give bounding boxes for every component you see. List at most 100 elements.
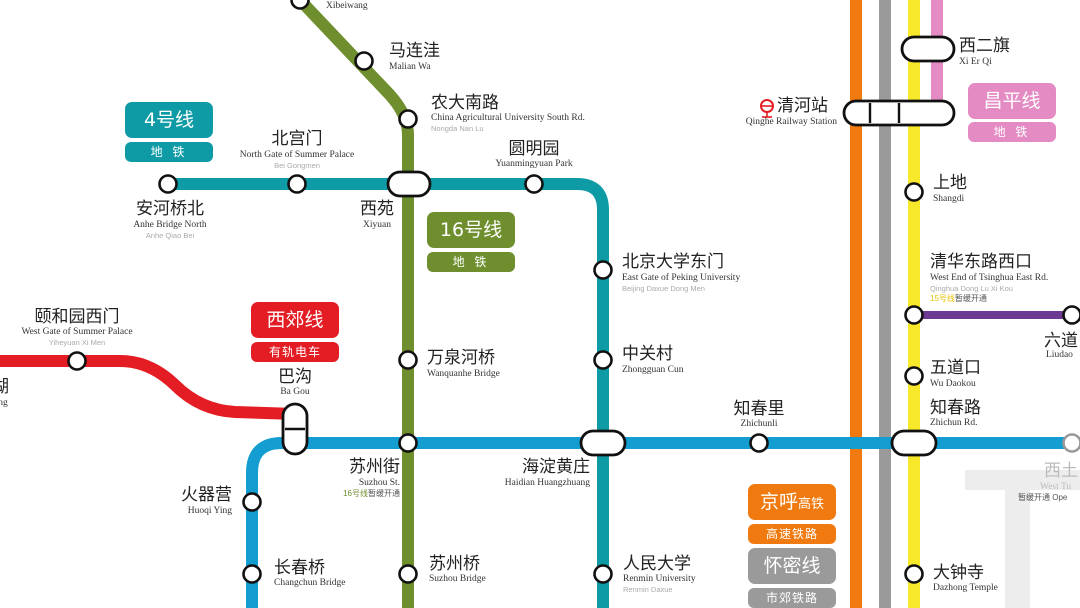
station-wanquanhe[interactable]: [398, 350, 418, 370]
watermark-shape: [965, 470, 1080, 608]
label-beigongmen-py: Bei Gongmen: [274, 161, 320, 170]
station-xibeiwang[interactable]: [290, 0, 310, 10]
label-haidianhuangzhuang-en: Haidian Huangzhuang: [504, 478, 590, 488]
label-anheqiaobei-cn: 安河桥北: [136, 199, 204, 219]
line-4: [168, 178, 609, 608]
label-yuanmingyuan-cn: 圆明园: [508, 139, 560, 159]
label-xitucheng-note: 暂缓开通 Ope: [1018, 493, 1068, 502]
badge-changping: 昌平线: [968, 83, 1056, 119]
badge-huaimi: 怀密线: [748, 548, 836, 584]
label-xitucheng-en: West Tu: [1040, 482, 1072, 492]
rail-station-icon: [760, 99, 774, 118]
interchange-haidianhuangzhuang[interactable]: [579, 429, 627, 457]
label-qinghe-cn: 清河站: [777, 96, 828, 116]
label-qinghuadonglu-py: Qinghua Dong Lu Xi Kou: [930, 284, 1013, 293]
station-yuanmingyuan[interactable]: [524, 174, 544, 194]
label-pkueast-en: East Gate of Peking University: [622, 273, 741, 283]
label-liudaokou-en: Liudao: [1046, 350, 1073, 360]
label-changchunqiao-cn: 长春桥: [274, 558, 325, 578]
station-zhongguancun[interactable]: [593, 350, 613, 370]
badge-line4-title: 4号线: [143, 109, 195, 131]
label-anheqiaobei-py: Anhe Qiao Bei: [145, 231, 195, 240]
badge-changping-subtitle: 地 铁: [968, 122, 1056, 142]
label-suzhouqiao-cn: 苏州桥: [429, 554, 480, 574]
badge-line16-subtitle: 地 铁: [427, 252, 515, 272]
label-leftcut-cn: 湖: [0, 377, 9, 397]
label-qinghuadonglu-note: 15号线暂缓开通: [930, 295, 987, 303]
label-zhichunlu-en: Zhichun Rd.: [930, 418, 978, 428]
label-bagou-cn: 巴沟: [278, 367, 312, 387]
station-qinghuadonglu[interactable]: [904, 305, 924, 325]
label-wanquanhe-cn: 万泉河桥: [427, 348, 495, 368]
label-anheqiaobei-en: Anhe Bridge North: [133, 220, 207, 230]
interchange-xiyuan[interactable]: [386, 170, 432, 198]
station-suzhouqiao[interactable]: [398, 564, 418, 584]
label-suzhoujie-note: 16号线暂缓开通: [300, 490, 400, 498]
badge-jinghu-title: 京呼: [759, 491, 798, 513]
label-wanquanhe-en: Wanquanhe Bridge: [427, 369, 500, 379]
badge-huaimi-subtitle: 市郊铁路: [748, 588, 836, 608]
label-liudaokou-cn: 六道: [1044, 331, 1078, 351]
label-zhongguancun-cn: 中关村: [622, 344, 673, 364]
station-zhichunli[interactable]: [749, 433, 769, 453]
label-yiheyuanximen-cn: 颐和园西门: [34, 307, 120, 327]
label-zhichunli-en: Zhichunli: [740, 419, 778, 429]
label-xiyuan-en: Xiyuan: [363, 220, 391, 230]
badge-line16: 16号线: [427, 212, 515, 248]
station-beigongmen[interactable]: [287, 174, 307, 194]
badge-line16-title: 16号线: [439, 219, 503, 241]
note-line16-text: 暂缓开通: [368, 489, 400, 498]
label-bagou-en: Ba Gou: [280, 387, 310, 397]
label-suzhoujie-en: Suzhou St.: [358, 478, 400, 488]
station-xitucheng[interactable]: [1062, 433, 1080, 453]
label-beigongmen-en: North Gate of Summer Palace: [239, 150, 355, 160]
label-huoqiying-en: Huoqi Ying: [187, 506, 232, 516]
badge-xijiao-title: 西郊线: [266, 309, 324, 331]
station-renda[interactable]: [593, 564, 613, 584]
note-line15-text: 暂缓开通: [954, 294, 987, 303]
interchange-xierqi[interactable]: [900, 35, 956, 63]
station-pkueast[interactable]: [593, 260, 613, 280]
station-yiheyuanximen[interactable]: [67, 351, 87, 371]
station-huoqiying[interactable]: [242, 492, 262, 512]
badge-jinghu-subtitle: 高速铁路: [748, 524, 836, 544]
label-nongdananlu-cn: 农大南路: [431, 93, 499, 113]
label-malianwa-en: Malian Wa: [389, 62, 431, 72]
station-wudaokou[interactable]: [904, 366, 924, 386]
label-yuanmingyuan-en: Yuanmingyuan Park: [495, 159, 573, 169]
label-nongdananlu-en: China Agricultural University South Rd.: [431, 113, 585, 123]
label-shangdi-cn: 上地: [933, 173, 967, 193]
station-suzhoujie[interactable]: [398, 433, 418, 453]
station-anheqiaobei[interactable]: [158, 174, 178, 194]
badge-huaimi-title: 怀密线: [763, 555, 821, 577]
label-xierqi-en: Xi Er Qi: [959, 57, 992, 67]
label-pkueast-py: Beijing Daxue Dong Men: [622, 284, 705, 293]
station-malianwa[interactable]: [354, 51, 374, 71]
badge-xijiao-subtitle: 有轨电车: [251, 342, 339, 362]
label-suzhouqiao-en: Suzhou Bridge: [429, 574, 486, 584]
station-dazhongsi[interactable]: [904, 564, 924, 584]
label-yiheyuanximen-en: West Gate of Summer Palace: [21, 327, 133, 337]
label-yiheyuanximen-py: Yiheyuan Xi Men: [48, 338, 106, 347]
label-qinghe-en: Qinghe Railway Station: [745, 117, 837, 127]
station-changchunqiao[interactable]: [242, 564, 262, 584]
station-nongdananlu[interactable]: [398, 109, 418, 129]
station-liudaokou[interactable]: [1062, 305, 1080, 325]
label-renda-cn: 人民大学: [623, 554, 691, 574]
label-dazhongsi-en: Dazhong Temple: [933, 583, 998, 593]
badge-jinghu-title-small: 高铁: [798, 497, 825, 512]
label-wudaokou-cn: 五道口: [930, 358, 981, 378]
label-nongdananlu-py: Nongda Nan Lu: [431, 124, 484, 133]
label-renda-en: Renmin University: [623, 574, 696, 584]
badge-line4-subtitle: 地 铁: [125, 142, 213, 162]
label-beigongmen-cn: 北宫门: [271, 129, 323, 149]
badge-jinghu: 京呼高铁: [748, 484, 836, 520]
label-pkueast-cn: 北京大学东门: [622, 252, 724, 272]
station-shangdi[interactable]: [904, 182, 924, 202]
label-malianwa-cn: 马连洼: [389, 41, 440, 61]
interchange-zhichunlu[interactable]: [890, 429, 938, 457]
label-renda-py: Renmin Daxue: [623, 585, 673, 594]
note-line16: 16号线: [343, 489, 368, 498]
label-xierqi-cn: 西二旗: [959, 36, 1010, 56]
